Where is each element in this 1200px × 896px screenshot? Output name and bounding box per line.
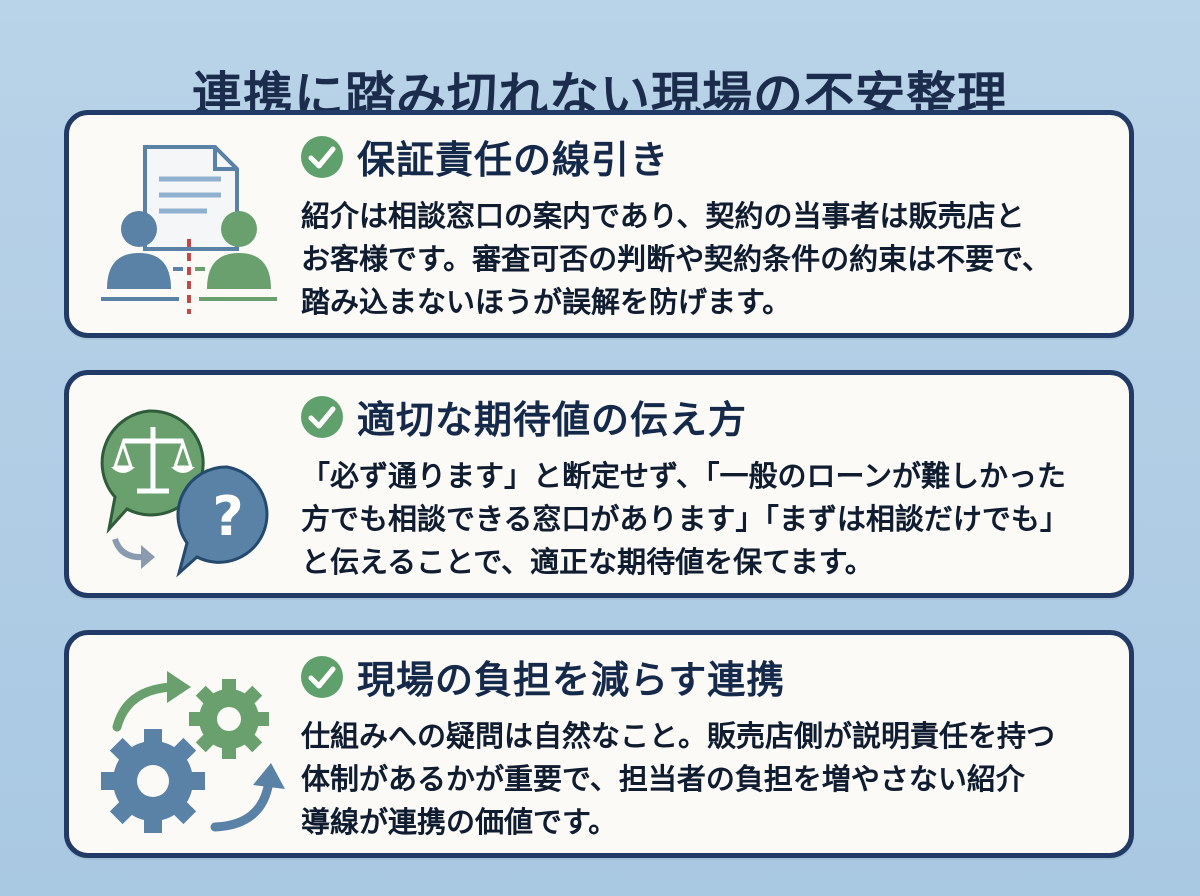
card-heading-text: 保証責任の線引き — [357, 138, 670, 182]
check-circle-icon — [301, 135, 343, 178]
check-circle-icon — [301, 395, 343, 438]
card-reduce-workload: 現場の負担を減らす連携 仕組みへの疑問は自然なこと。販売店側が説明責任を持つ 体… — [64, 630, 1134, 858]
scales-question-bubbles-icon: ? — [100, 409, 269, 578]
card-guarantee-responsibility: 保証責任の線引き 紹介は相談窓口の案内であり、契約の当事者は販売店と お客様です… — [64, 110, 1134, 338]
card-expectation-setting: ? 適切な期待値の伝え方 「必ず通ります」と断定せず、「一般のローンが難しかった… — [64, 370, 1134, 598]
body-line: 導線が連携の価値です。 — [301, 805, 618, 839]
document-two-people-icon — [101, 145, 277, 314]
check-circle-icon — [301, 655, 343, 698]
body-line: 紹介は相談窓口の案内であり、契約の当事者は販売店と — [301, 199, 1025, 233]
body-line: 体制があるかが重要で、担当者の負担を増やさない紹介 — [301, 762, 1025, 796]
card-heading: 適切な期待値の伝え方 — [299, 389, 747, 444]
body-line: 「必ず通ります」と断定せず、「一般のローンが難しかった — [301, 459, 1067, 493]
gears-arrows-icon — [101, 671, 285, 833]
card-body-text: 「必ず通ります」と断定せず、「一般のローンが難しかった 方でも相談できる窓口があ… — [301, 455, 1121, 584]
svg-text:?: ? — [212, 485, 243, 548]
card-heading: 保証責任の線引き — [299, 129, 669, 184]
card-body-text: 仕組みへの疑問は自然なこと。販売店側が説明責任を持つ 体制があるかが重要で、担当… — [301, 715, 1121, 844]
body-line: 方でも相談できる窓口があります」「まずは相談だけでも」 — [301, 502, 1069, 536]
card-heading-text: 現場の負担を減らす連携 — [357, 658, 786, 702]
card-body-text: 紹介は相談窓口の案内であり、契約の当事者は販売店と お客様です。審査可否の判断や… — [301, 195, 1121, 324]
card-heading: 現場の負担を減らす連携 — [299, 649, 785, 704]
card-heading-text: 適切な期待値の伝え方 — [357, 398, 748, 442]
body-line: お客様です。審査可否の判断や契約条件の約束は不要で、 — [301, 242, 1051, 276]
body-line: 踏み込まないほうが誤解を防げます。 — [301, 285, 792, 319]
body-line: 仕組みへの疑問は自然なこと。販売店側が説明責任を持つ — [301, 719, 1056, 753]
body-line: と伝えることで、適正な期待値を保てます。 — [301, 545, 874, 579]
